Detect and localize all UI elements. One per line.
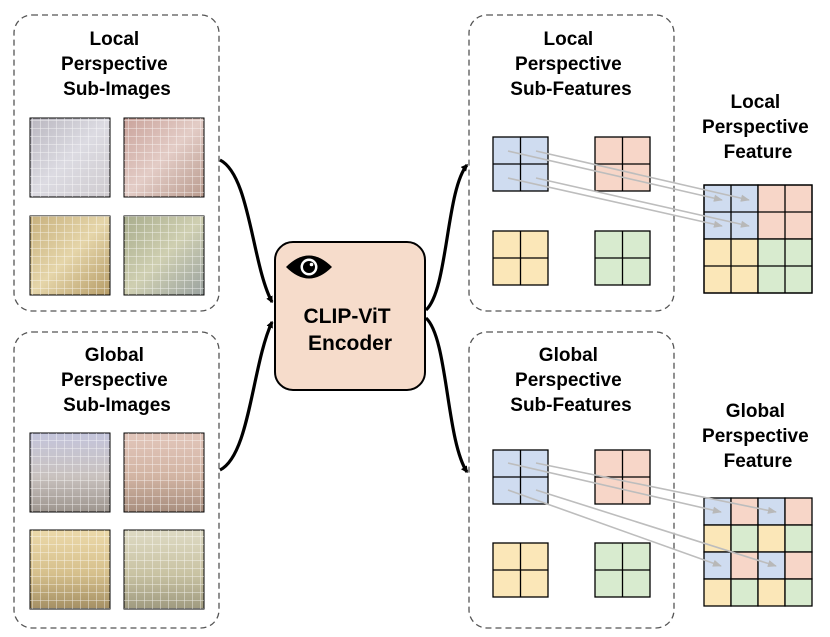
encoder-label: CLIP-ViT Encoder bbox=[304, 305, 397, 355]
sub-feature-grid-red bbox=[594, 136, 651, 192]
mapping-arrow bbox=[535, 462, 777, 514]
sub-image-thumbnail bbox=[123, 432, 205, 513]
sub-image-thumbnail bbox=[29, 215, 111, 296]
mapping-arrow bbox=[535, 177, 750, 228]
mapping-arrow bbox=[507, 462, 722, 514]
local-sub-images-panel: Local Perspective Sub-Images bbox=[13, 14, 220, 312]
local-mapping-arrows bbox=[507, 150, 750, 228]
flow-arrows bbox=[219, 158, 469, 474]
clip-vit-encoder-block: CLIP-ViT Encoder bbox=[274, 241, 426, 391]
feature-title: Global Perspective Feature bbox=[702, 401, 814, 472]
sub-feature-grid-blue bbox=[492, 136, 549, 192]
sub-image-thumbnail bbox=[123, 117, 205, 198]
global-perspective-feature: Global Perspective Feature bbox=[702, 401, 814, 607]
global-sub-features-panel: Global Perspective Sub-Features bbox=[468, 331, 675, 629]
panel-title: Global Perspective Sub-Features bbox=[510, 345, 631, 416]
sub-image-thumbnail bbox=[123, 529, 205, 610]
local-feature-grid bbox=[703, 184, 813, 294]
eye-icon bbox=[286, 255, 332, 279]
panel-border bbox=[468, 14, 675, 312]
local-perspective-feature: Local Perspective Feature bbox=[702, 92, 814, 294]
panel-title: Local Perspective Sub-Features bbox=[510, 29, 631, 100]
arrow-encoder-to-local-subfeatures bbox=[424, 163, 469, 312]
sub-image-thumbnail bbox=[29, 432, 111, 513]
local-sub-features-panel: Local Perspective Sub-Features bbox=[468, 14, 675, 312]
sub-feature-grid-green bbox=[594, 542, 651, 598]
sub-image-thumbnail bbox=[123, 215, 205, 296]
sub-feature-grid-green bbox=[594, 230, 651, 286]
feature-title: Local Perspective Feature bbox=[702, 92, 814, 163]
panel-border bbox=[13, 14, 220, 312]
global-sub-images-panel: Global Perspective Sub-Images bbox=[13, 331, 220, 629]
global-feature-grid bbox=[703, 497, 813, 607]
sub-image-thumbnail bbox=[29, 529, 111, 610]
sub-feature-grid-yellow bbox=[492, 542, 549, 598]
panel-border bbox=[13, 331, 220, 629]
arrow-local-images-to-encoder bbox=[219, 158, 274, 304]
mapping-arrow bbox=[507, 489, 722, 567]
encoder-box bbox=[274, 241, 426, 391]
mapping-arrow bbox=[507, 150, 723, 202]
panel-title: Global Perspective Sub-Images bbox=[61, 345, 173, 416]
mapping-arrow bbox=[535, 150, 750, 202]
mapping-arrow bbox=[507, 177, 723, 228]
sub-feature-grid-blue bbox=[492, 449, 549, 505]
panel-border bbox=[468, 331, 675, 629]
sub-image-thumbnail bbox=[29, 117, 111, 198]
sub-feature-grid-yellow bbox=[492, 230, 549, 286]
global-mapping-arrows bbox=[507, 462, 777, 567]
mapping-arrow bbox=[535, 489, 777, 567]
panel-title: Local Perspective Sub-Images bbox=[61, 29, 173, 100]
arrow-global-images-to-encoder bbox=[219, 320, 274, 472]
arrow-encoder-to-global-subfeatures bbox=[424, 316, 469, 474]
